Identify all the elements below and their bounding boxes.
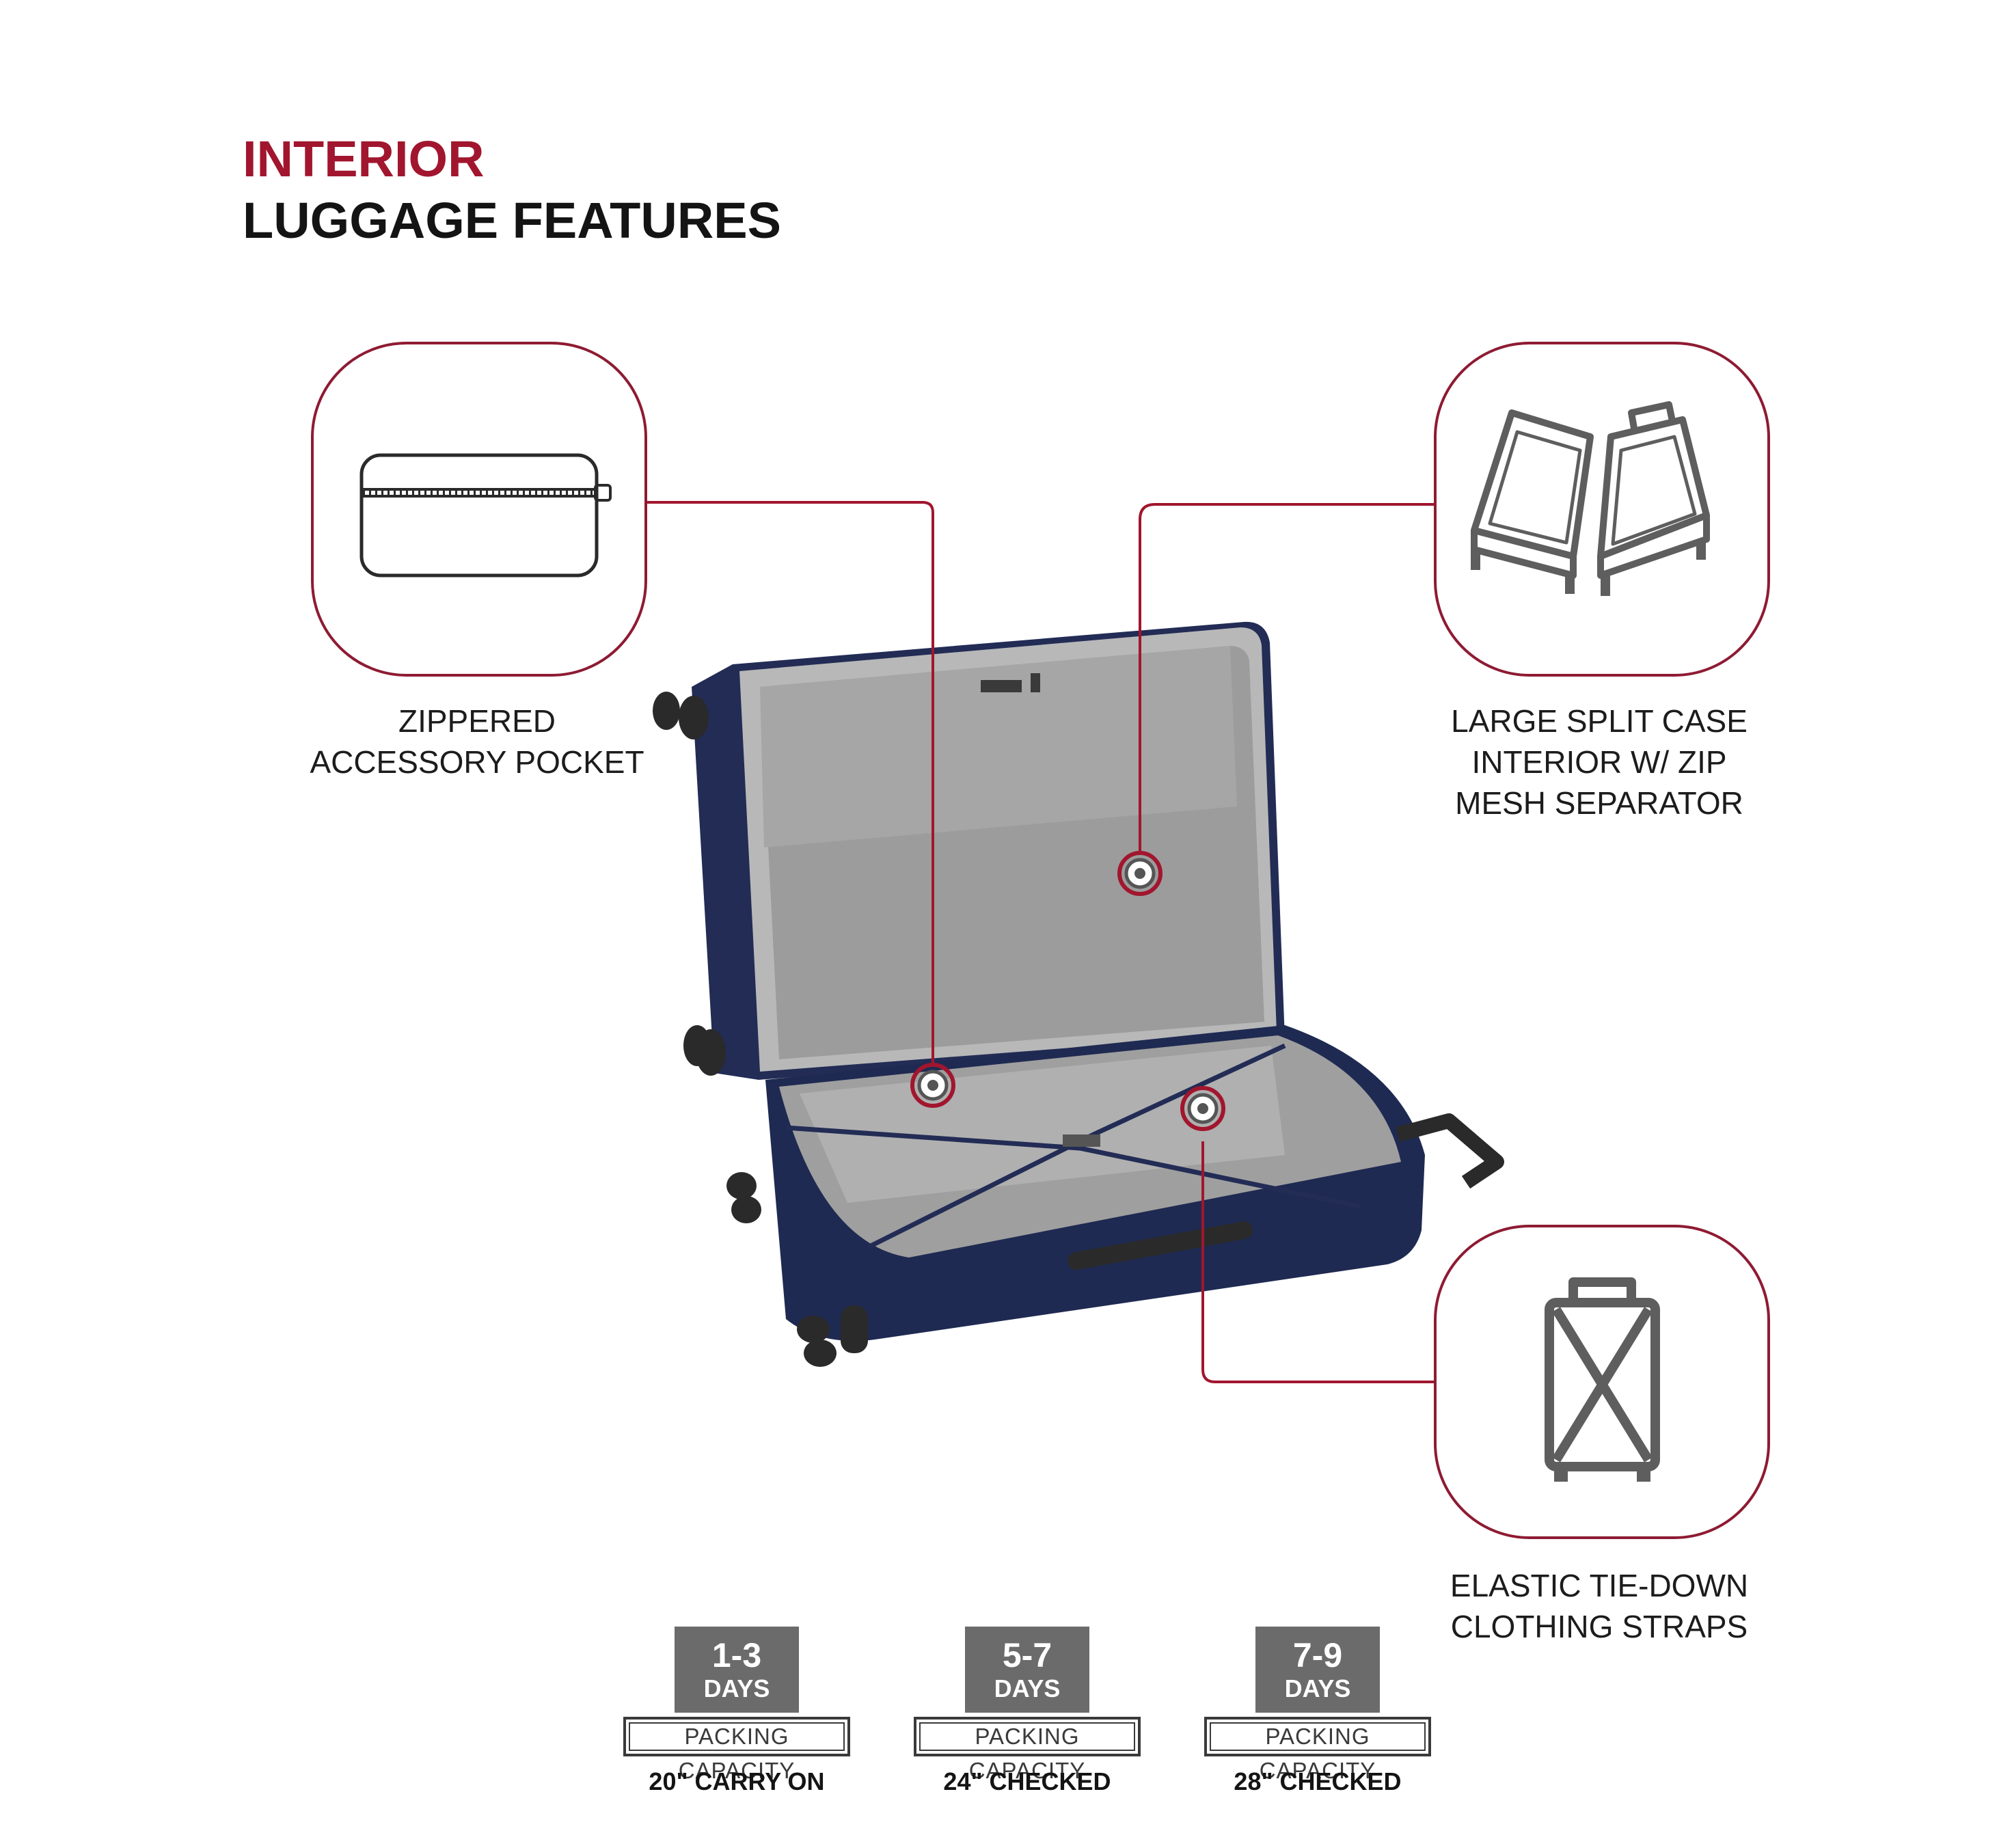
- callout-line-split-case: [1139, 503, 1434, 854]
- callout-marker-pocket: [910, 1063, 955, 1108]
- capacity-label: PACKING CAPACITY: [914, 1717, 1141, 1783]
- capacity-block-24: 5-7 DAYS PACKING CAPACITY 24" CHECKED: [911, 1627, 1143, 1796]
- suitcase-lid-wheels: [653, 692, 726, 1076]
- feature-box-split-case: [1434, 342, 1770, 677]
- feature-box-zippered-pocket: [311, 342, 647, 677]
- feature-label-split-case: LARGE SPLIT CASE INTERIOR W/ ZIP MESH SE…: [1451, 703, 1748, 821]
- callout-lines: [645, 501, 1434, 1383]
- callout-line-straps: [1201, 1141, 1434, 1383]
- capacity-block-20: 1-3 DAYS PACKING CAPACITY 20" CARRY ON: [621, 1627, 853, 1796]
- heading-luggage-features: LUGGAGE FEATURES: [243, 192, 781, 249]
- capacity-days-badge: 5-7 DAYS: [965, 1627, 1089, 1713]
- capacity-block-28: 7-9 DAYS PACKING CAPACITY 28" CHECKED: [1201, 1627, 1434, 1796]
- callout-line-pocket: [645, 501, 934, 1066]
- capacity-size: 20" CARRY ON: [649, 1767, 825, 1795]
- split-case-icon: [1471, 401, 1710, 596]
- feature-label-zippered-pocket: ZIPPERED ACCESSORY POCKET: [310, 703, 644, 780]
- tie-down-straps-icon: [1545, 1277, 1660, 1482]
- capacity-size: 28" CHECKED: [1234, 1767, 1402, 1795]
- capacity-label: PACKING CAPACITY: [623, 1717, 850, 1783]
- capacity-size: 24" CHECKED: [943, 1767, 1111, 1795]
- capacity-label: PACKING CAPACITY: [1204, 1717, 1431, 1783]
- callout-marker-split-case: [1117, 851, 1163, 896]
- zipper-pocket-icon: [359, 453, 612, 578]
- capacity-days-badge: 1-3 DAYS: [675, 1627, 799, 1713]
- callout-marker-straps: [1180, 1086, 1225, 1131]
- heading-interior: INTERIOR: [243, 131, 485, 187]
- feature-label-tie-down-straps: ELASTIC TIE-DOWN CLOTHING STRAPS: [1450, 1568, 1749, 1644]
- capacity-days-badge: 7-9 DAYS: [1255, 1627, 1380, 1713]
- suitcase-base-wheels: [726, 1172, 868, 1367]
- feature-box-tie-down-straps: [1434, 1225, 1770, 1539]
- suitcase-top-handle: [1396, 1113, 1504, 1189]
- suitcase-side-handle: [1068, 1221, 1253, 1270]
